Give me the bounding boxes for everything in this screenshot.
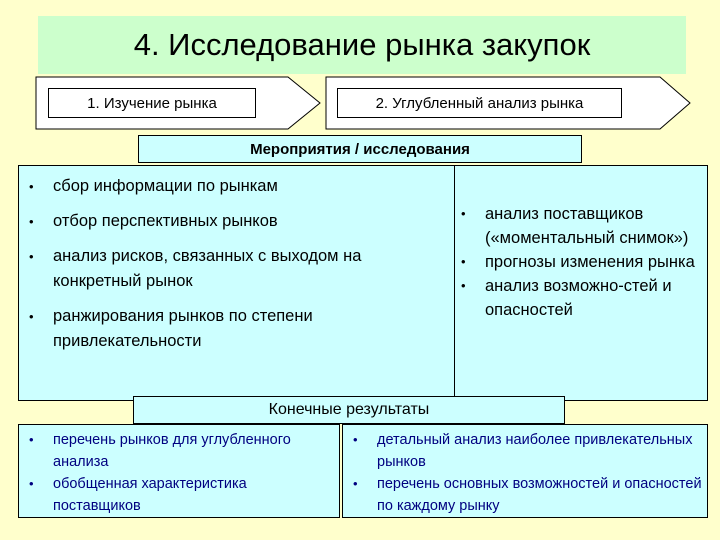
list-item: •анализ поставщиков («моментальный снимо… bbox=[455, 202, 705, 250]
bullet-icon: • bbox=[29, 179, 34, 194]
list-item: •перечень рынков для углубленного анализ… bbox=[23, 429, 335, 473]
activities-divider bbox=[454, 166, 455, 400]
bullet-icon: • bbox=[29, 432, 34, 447]
results-right-list: •детальный анализ наиболее привлекательн… bbox=[347, 429, 705, 517]
bullet-icon: • bbox=[29, 476, 34, 491]
results-right-panel: •детальный анализ наиболее привлекательн… bbox=[342, 424, 708, 518]
list-item: •анализ возможно-стей и опасностей bbox=[455, 274, 705, 322]
results-left-panel: •перечень рынков для углубленного анализ… bbox=[18, 424, 340, 518]
bullet-icon: • bbox=[353, 476, 358, 491]
list-item: •ранжирования рынков по степени привлека… bbox=[23, 304, 443, 354]
activities-left-list: •сбор информации по рынкам •отбор перспе… bbox=[23, 174, 443, 364]
results-left-list: •перечень рынков для углубленного анализ… bbox=[23, 429, 335, 517]
list-item: •обобщенная характеристика поставщиков bbox=[23, 473, 335, 517]
list-item: •детальный анализ наиболее привлекательн… bbox=[347, 429, 705, 473]
bullet-icon: • bbox=[461, 254, 466, 269]
activities-panel: •сбор информации по рынкам •отбор перспе… bbox=[18, 165, 708, 401]
list-item: •анализ рисков, связанных с выходом на к… bbox=[23, 244, 443, 294]
page-title: 4. Исследование рынка закупок bbox=[38, 16, 686, 74]
bullet-icon: • bbox=[29, 214, 34, 229]
results-header: Конечные результаты bbox=[133, 396, 565, 424]
bullet-icon: • bbox=[29, 249, 34, 264]
activities-header: Мероприятия / исследования bbox=[138, 135, 582, 163]
bullet-icon: • bbox=[461, 278, 466, 293]
list-item: •отбор перспективных рынков bbox=[23, 209, 443, 234]
bullet-icon: • bbox=[353, 432, 358, 447]
activities-right-list: •анализ поставщиков («моментальный снимо… bbox=[455, 202, 705, 322]
step-1-label: 1. Изучение рынка bbox=[48, 88, 256, 118]
list-item: •сбор информации по рынкам bbox=[23, 174, 443, 199]
bullet-icon: • bbox=[29, 309, 34, 324]
list-item: •перечень основных возможностей и опасно… bbox=[347, 473, 705, 517]
step-2-label: 2. Углубленный анализ рынка bbox=[337, 88, 622, 118]
list-item: •прогнозы изменения рынка bbox=[455, 250, 705, 274]
bullet-icon: • bbox=[461, 206, 466, 221]
